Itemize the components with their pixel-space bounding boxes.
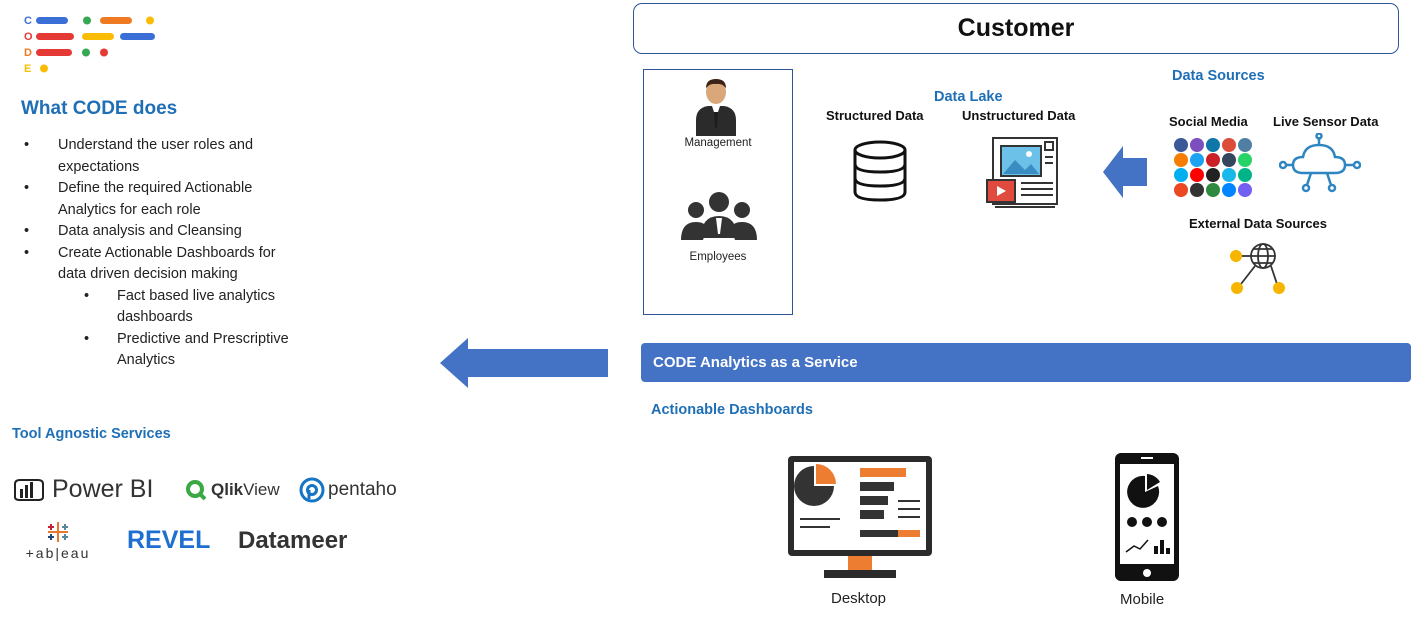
live-sensor-label: Live Sensor Data <box>1273 114 1379 129</box>
unstructured-data-label: Unstructured Data <box>962 108 1076 123</box>
list-item: Analytics for each role <box>58 201 201 218</box>
svg-text:O: O <box>24 31 33 43</box>
list-item: Define the required Actionable <box>22 178 362 200</box>
employees-icon <box>681 192 757 240</box>
analytics-service-bar: CODE Analytics as a Service <box>641 343 1411 382</box>
desktop-dashboard-icon <box>788 456 932 578</box>
datameer-label: Datameer <box>238 527 348 554</box>
list-item: Understand the user roles and <box>22 135 362 157</box>
pentaho-label: pentaho <box>328 479 397 500</box>
database-icon <box>853 140 907 202</box>
management-label: Management <box>684 137 752 149</box>
list-item: expectations <box>58 158 140 175</box>
pentaho-icon <box>299 477 325 503</box>
svg-text:D: D <box>24 47 32 59</box>
code-logo: C O D E <box>24 14 159 75</box>
revel-label: REVEL <box>127 526 211 554</box>
unstructured-data-icon <box>986 137 1058 208</box>
list-item: Fact based live analytics <box>22 286 362 308</box>
left-arrow-icon <box>1103 146 1147 198</box>
tableau-cross-icon <box>48 522 68 542</box>
desktop-label: Desktop <box>831 590 887 607</box>
tableau-label: +ab|eau <box>25 545 91 561</box>
svg-text:E: E <box>24 63 31 74</box>
powerbi-logo: Power BI <box>12 474 153 504</box>
list-item: Create Actionable Dashboards for <box>22 243 362 265</box>
qlikview-label-v: View <box>243 480 280 499</box>
data-sources-title: Data Sources <box>1172 68 1265 84</box>
structured-data-label: Structured Data <box>826 108 924 123</box>
pentaho-logo: pentaho <box>299 477 397 503</box>
tool-agnostic-heading: Tool Agnostic Services <box>12 426 171 442</box>
tableau-logo: +ab|eau <box>17 520 99 562</box>
mobile-label: Mobile <box>1120 591 1165 608</box>
list-item: Analytics <box>117 352 176 368</box>
mobile-dashboard-icon <box>1115 453 1179 581</box>
cloud-sensor-icon <box>1279 133 1361 193</box>
qlikview-label-q: Qlik <box>211 480 244 499</box>
powerbi-icon <box>14 479 44 501</box>
employees-label: Employees <box>689 251 747 263</box>
list-item: Data analysis and Cleansing <box>22 221 362 243</box>
left-arrow-icon <box>440 338 608 388</box>
external-network-icon <box>1230 243 1285 294</box>
external-sources-label: External Data Sources <box>1189 216 1328 231</box>
qlik-q-icon <box>186 480 207 501</box>
powerbi-label: Power BI <box>52 474 154 503</box>
list-item: dashboards <box>117 309 193 325</box>
actionable-dashboards-title: Actionable Dashboards <box>651 402 813 418</box>
customer-header: Customer <box>633 3 1399 54</box>
list-item: Predictive and Prescriptive <box>22 329 362 351</box>
data-lake-title: Data Lake <box>934 89 1003 105</box>
manager-icon <box>696 79 736 136</box>
social-media-label: Social Media <box>1169 114 1248 129</box>
user-roles-box: Management Employees <box>643 69 793 315</box>
capabilities-list: Understand the user roles and expectatio… <box>22 135 362 372</box>
svg-text:C: C <box>24 15 32 27</box>
social-media-icons <box>1174 138 1252 197</box>
list-item: data driven decision making <box>58 266 238 282</box>
code-logo-graphic: C O D E <box>24 15 155 75</box>
what-code-does-heading: What CODE does <box>21 98 178 119</box>
